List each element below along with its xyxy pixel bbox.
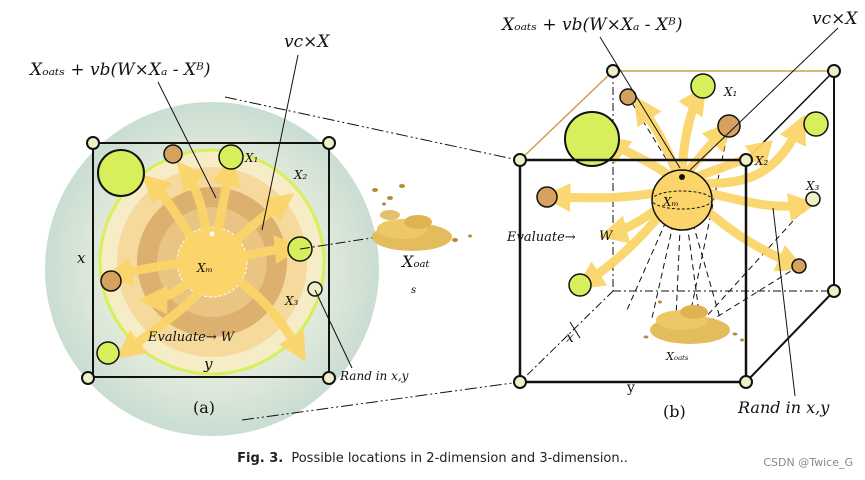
- watermark: CSDN @Twice_G: [763, 456, 853, 469]
- x3-label-a: X₃: [284, 294, 299, 308]
- agent-large-a: [97, 149, 145, 197]
- square-frame-a: [92, 142, 330, 378]
- x3-label-b: X₃: [805, 179, 820, 193]
- figure-caption: Fig. 3. Possible locations in 2-dimensio…: [0, 451, 865, 466]
- x-axis-label-b: x: [566, 330, 574, 346]
- agent-large-b: [564, 111, 620, 167]
- agent-tan-left-b: [536, 186, 558, 208]
- xoat-label-a: Xₒₐₜ: [400, 252, 430, 271]
- agent-bottom-b: [568, 273, 592, 297]
- corner-nodes-b: [513, 64, 841, 389]
- oats-pile-b: [643, 300, 744, 344]
- formula-label-a: Xₒₐₜₛ + vb(W×Xₐ - Xᴮ): [28, 60, 210, 80]
- xoats-label-b: Xₒₐₜₛ: [665, 350, 689, 363]
- y-axis-label-a: y: [203, 355, 213, 373]
- x1-label-b: X₁: [723, 85, 737, 99]
- vcx-label-a: vc×X: [284, 32, 330, 52]
- oats-pile-a: [372, 184, 472, 251]
- evaluate-label-b: Evaluate→: [506, 230, 576, 245]
- caption-text: Possible locations in 2-dimension and 3-…: [291, 451, 628, 466]
- cube-front-b: [518, 158, 748, 384]
- agent-x3-b: [805, 191, 821, 207]
- agent-tan-top-b: [619, 88, 637, 106]
- panel-a: Xₒₐₜₛ + vb(W×Xₐ - Xᴮ) vc×X X₁ X₂ X₃ Xₘ x…: [28, 32, 472, 436]
- agent-tan-top-a: [163, 144, 183, 164]
- agent-x1-b: [690, 73, 716, 99]
- zoom-connectors: [224, 96, 521, 421]
- panel-b: Xₒₐₜₛ + vb(W×Xₐ - Xᴮ) vc×X X₁ X₂ X₃ Xₘ E…: [500, 9, 858, 421]
- w-label-b: W: [599, 229, 614, 244]
- panel-a-tag: (a): [193, 398, 215, 417]
- rand-label-a: Rand in x,y: [339, 369, 409, 383]
- x1-label-a: X₁: [244, 151, 258, 165]
- formula-label-b: Xₒₐₜₛ + vb(W×Xₐ - Xᴮ): [500, 15, 682, 35]
- evaluate-label-a: Evaluate→ W: [147, 330, 236, 345]
- xm-sphere-b: [651, 169, 713, 231]
- xm-point-a: [209, 231, 215, 237]
- caption-label: Fig. 3.: [237, 451, 284, 466]
- agent-x1-a: [218, 144, 244, 170]
- x2-label-b: X₂: [754, 154, 769, 168]
- x-axis-label-a: x: [77, 249, 86, 267]
- agent-x3-a: [307, 281, 323, 297]
- leader-lines-a: [157, 54, 379, 369]
- leader-lines-b: [569, 27, 839, 397]
- corner-nodes-a: [81, 136, 336, 385]
- y-axis-label-b: y: [626, 380, 635, 396]
- rand-label-b: Rand in x,y: [737, 398, 830, 417]
- agent-bottom-a: [96, 341, 120, 365]
- x2-label-a: X₂: [293, 168, 308, 182]
- s-label-a: s: [411, 285, 416, 296]
- panel-b-tag: (b): [663, 402, 686, 421]
- xm-label-a: Xₘ: [196, 261, 213, 275]
- agent-tan-right-b: [791, 258, 807, 274]
- xm-label-b: Xₘ: [662, 195, 679, 209]
- agent-tan-mid-b: [717, 114, 741, 138]
- arrows-a: [103, 156, 306, 362]
- agent-right-b: [803, 111, 829, 137]
- agent-tan-left-a: [100, 270, 122, 292]
- vcx-label-b: vc×X: [812, 9, 858, 29]
